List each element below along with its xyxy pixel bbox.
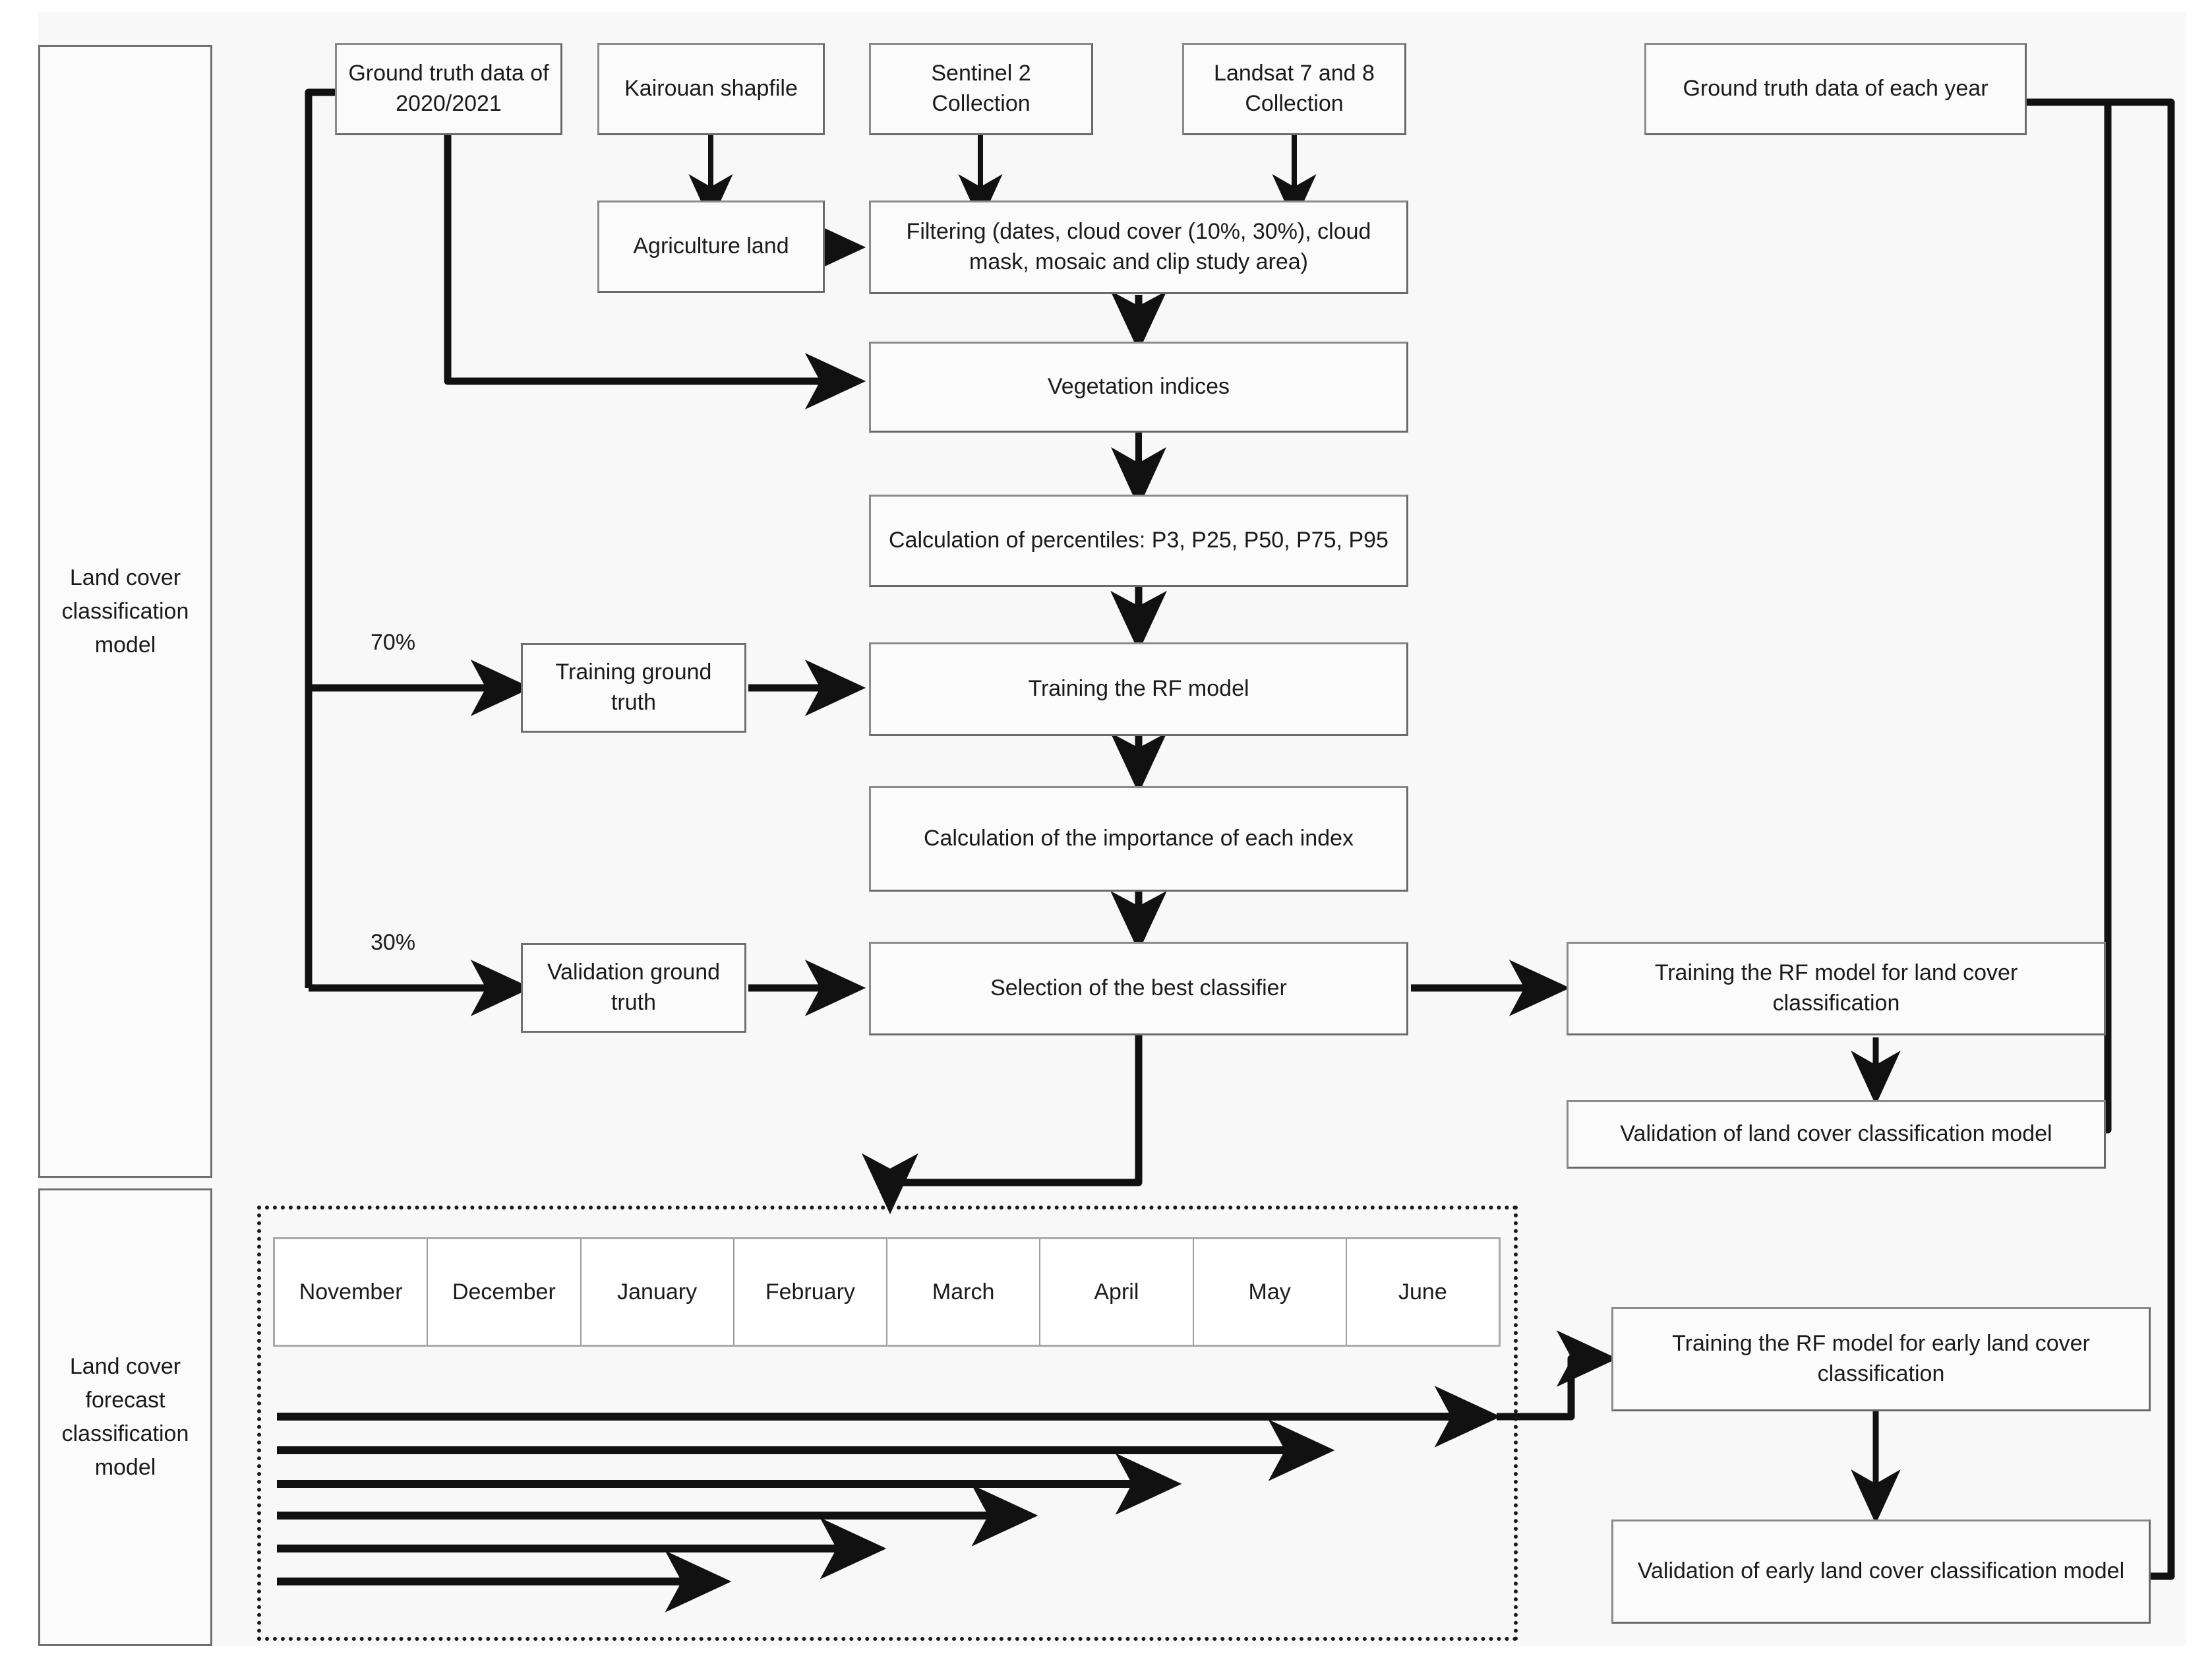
- node-label: Training the RF model: [1028, 676, 1249, 702]
- node-label: Training ground truth: [555, 660, 712, 715]
- node-label: Sentinel 2 Collection: [931, 61, 1031, 116]
- node-label: Training the RF model for early land cov…: [1672, 1331, 2090, 1386]
- month-label: March: [932, 1279, 995, 1305]
- sidebar-item-label: Land cover classification model: [61, 565, 189, 658]
- sidebar-item-land-cover-classification-model[interactable]: Land cover classification model: [38, 45, 212, 1178]
- node-label: Ground truth data of 2020/2021: [348, 61, 549, 116]
- edge-bestclassifier-to-monthsgroup: [862, 1019, 1143, 1215]
- months-table: November December January February March…: [273, 1237, 1501, 1347]
- node-label: Calculation of percentiles: P3, P25, P50…: [889, 528, 1389, 553]
- node-landsat-collection[interactable]: Landsat 7 and 8 Collection: [1182, 43, 1406, 135]
- node-ground-truth-each-year[interactable]: Ground truth data of each year: [1644, 43, 2027, 135]
- month-cell[interactable]: December: [428, 1239, 582, 1345]
- month-label: June: [1398, 1279, 1447, 1305]
- month-label: December: [452, 1279, 556, 1305]
- node-validation-land-cover[interactable]: Validation of land cover classification …: [1567, 1100, 2106, 1169]
- month-cell[interactable]: March: [887, 1239, 1041, 1345]
- node-percentiles[interactable]: Calculation of percentiles: P3, P25, P50…: [869, 495, 1408, 587]
- node-training-rf-model[interactable]: Training the RF model: [869, 642, 1408, 736]
- node-label: Vegetation indices: [1048, 374, 1230, 400]
- node-label: Validation of land cover classification …: [1620, 1121, 2052, 1147]
- node-validation-ground-truth[interactable]: Validation ground truth: [521, 943, 746, 1033]
- node-training-ground-truth[interactable]: Training ground truth: [521, 643, 746, 733]
- node-sentinel-2-collection[interactable]: Sentinel 2 Collection: [869, 43, 1093, 135]
- node-label: Selection of the best classifier: [990, 975, 1287, 1001]
- edge-groundtruth2020-spine: [305, 88, 335, 988]
- node-label: Training the RF model for land cover cla…: [1654, 960, 2018, 1016]
- forecast-group-container: [257, 1206, 1518, 1641]
- node-vegetation-indices[interactable]: Vegetation indices: [869, 342, 1408, 433]
- node-filtering[interactable]: Filtering (dates, cloud cover (10%, 30%)…: [869, 200, 1408, 294]
- month-cell[interactable]: April: [1040, 1239, 1194, 1345]
- month-cell[interactable]: May: [1194, 1239, 1347, 1345]
- edge-groundtruth2020-to-vegetation: [444, 133, 866, 410]
- month-label: April: [1094, 1279, 1139, 1305]
- sidebar-item-label: Land cover forecast classification model: [61, 1354, 189, 1480]
- node-label: Filtering (dates, cloud cover (10%, 30%)…: [906, 219, 1371, 274]
- node-training-rf-land-cover[interactable]: Training the RF model for land cover cla…: [1567, 942, 2106, 1035]
- month-label: February: [765, 1279, 855, 1305]
- node-kairouan-shapfile[interactable]: Kairouan shapfile: [597, 43, 825, 135]
- edge-label-training-split: 70%: [371, 630, 416, 655]
- node-label: Ground truth data of each year: [1683, 76, 1988, 102]
- node-label: Validation ground truth: [547, 960, 721, 1015]
- month-cell[interactable]: November: [275, 1239, 429, 1345]
- node-label: Landsat 7 and 8 Collection: [1214, 61, 1375, 116]
- node-best-classifier[interactable]: Selection of the best classifier: [869, 942, 1408, 1035]
- node-training-rf-early[interactable]: Training the RF model for early land cov…: [1611, 1307, 2151, 1411]
- node-agriculture-land[interactable]: Agriculture land: [597, 200, 825, 293]
- month-label: January: [617, 1279, 698, 1305]
- node-label: Validation of early land cover classific…: [1637, 1558, 2125, 1584]
- sidebar-item-land-cover-forecast-classification-model[interactable]: Land cover forecast classification model: [38, 1188, 212, 1646]
- month-cell[interactable]: January: [582, 1239, 734, 1345]
- edge-label-validation-split: 30%: [371, 930, 416, 955]
- node-label: Calculation of the importance of each in…: [923, 826, 1354, 851]
- node-ground-truth-2020[interactable]: Ground truth data of 2020/2021: [335, 43, 562, 135]
- month-cell[interactable]: February: [734, 1239, 887, 1345]
- month-label: November: [299, 1279, 403, 1305]
- edge-timeline-to-rfearly: [1497, 1330, 1618, 1421]
- node-label: Agriculture land: [633, 233, 789, 259]
- node-label: Kairouan shapfile: [624, 76, 798, 102]
- node-validation-early[interactable]: Validation of early land cover classific…: [1611, 1520, 2151, 1624]
- node-importance-each-index[interactable]: Calculation of the importance of each in…: [869, 786, 1408, 892]
- month-label: May: [1248, 1279, 1291, 1305]
- month-cell[interactable]: June: [1347, 1239, 1499, 1345]
